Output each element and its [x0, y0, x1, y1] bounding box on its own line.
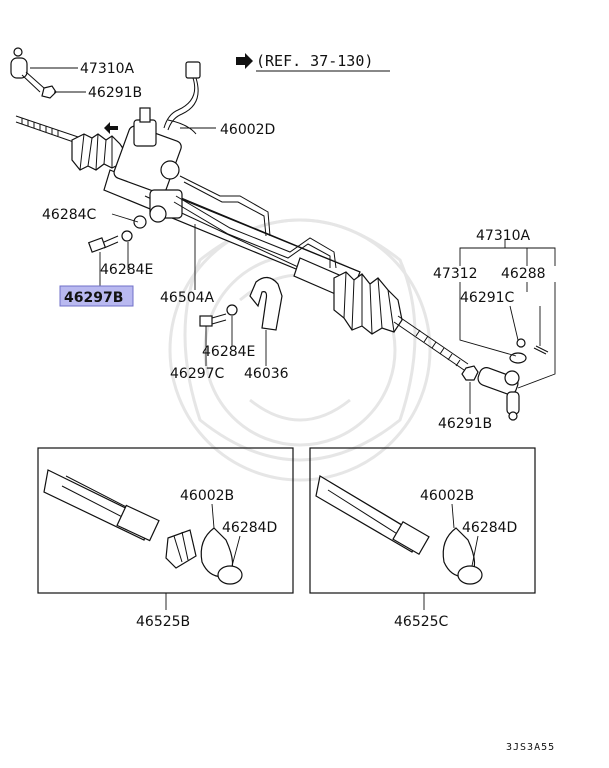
- label-46297B[interactable]: 46297B: [64, 290, 123, 306]
- arrow-right-icon: [236, 53, 253, 69]
- label-46284D-a[interactable]: 46284D: [222, 520, 277, 536]
- nut-left: [41, 85, 57, 99]
- label-46525C[interactable]: 46525C: [394, 614, 449, 630]
- label-46284E-left[interactable]: 46284E: [100, 262, 153, 278]
- pressure-lines: [173, 175, 337, 269]
- steering-rack-assembly: [10, 47, 549, 421]
- label-46002B-a[interactable]: 46002B: [180, 488, 234, 504]
- tie-rod-right: [393, 315, 469, 371]
- diagram-code: 3JS3A55: [506, 742, 555, 753]
- washer-46284E-mid: [226, 304, 238, 316]
- boot-small: [165, 529, 197, 569]
- inset-46525B: [37, 447, 294, 610]
- reference-note[interactable]: (REF. 37-130): [236, 52, 390, 72]
- boot-right: [333, 271, 403, 335]
- leader-lines: [30, 67, 556, 414]
- label-46504A[interactable]: 46504A: [160, 290, 215, 306]
- label-46291B-top[interactable]: 46291B: [88, 85, 142, 101]
- tie-rod-end-right: [477, 367, 520, 421]
- label-46284E-mid[interactable]: 46284E: [202, 344, 255, 360]
- part-labels: 47310A 46291B 46002D 46284C 46284E 46297…: [42, 61, 555, 753]
- label-46297C[interactable]: 46297C: [170, 366, 225, 382]
- washer-47312: [509, 352, 527, 364]
- ring-46284D-b: [457, 565, 483, 585]
- tie-rod-end-left: [10, 47, 45, 93]
- bolt-46297C: [199, 313, 227, 327]
- label-46291B-right[interactable]: 46291B: [438, 416, 492, 432]
- wiring-harness: [163, 61, 201, 135]
- label-46291C[interactable]: 46291C: [460, 290, 515, 306]
- bracket-46036: [249, 276, 283, 331]
- direction-arrow-icon: [104, 122, 118, 134]
- washer-46284C: [133, 215, 147, 229]
- label-46284C[interactable]: 46284C: [42, 207, 97, 223]
- nut-right: [461, 365, 479, 381]
- inset-46525C: [309, 447, 536, 610]
- label-46288[interactable]: 46288: [501, 266, 546, 282]
- washer-46284E-left: [121, 230, 133, 242]
- label-46284D-b[interactable]: 46284D: [462, 520, 517, 536]
- highlight-46297B: [59, 285, 134, 307]
- label-46525B[interactable]: 46525B: [136, 614, 190, 630]
- bolt-46297B: [87, 235, 119, 253]
- clip-46002B-a: [200, 527, 234, 578]
- cotter-pin-46288: [533, 345, 549, 355]
- inset-leaders: [211, 503, 479, 567]
- label-46002D[interactable]: 46002D: [220, 122, 275, 138]
- label-46036[interactable]: 46036: [244, 366, 289, 382]
- pinion-valve-body: [113, 107, 183, 223]
- reference-text: (REF. 37-130): [256, 52, 373, 70]
- label-47312[interactable]: 47312: [433, 266, 478, 282]
- ring-46284D-a: [217, 565, 243, 585]
- label-47310A-right[interactable]: 47310A: [476, 228, 531, 244]
- label-47310A-top[interactable]: 47310A: [80, 61, 135, 77]
- label-46002B-b[interactable]: 46002B: [420, 488, 474, 504]
